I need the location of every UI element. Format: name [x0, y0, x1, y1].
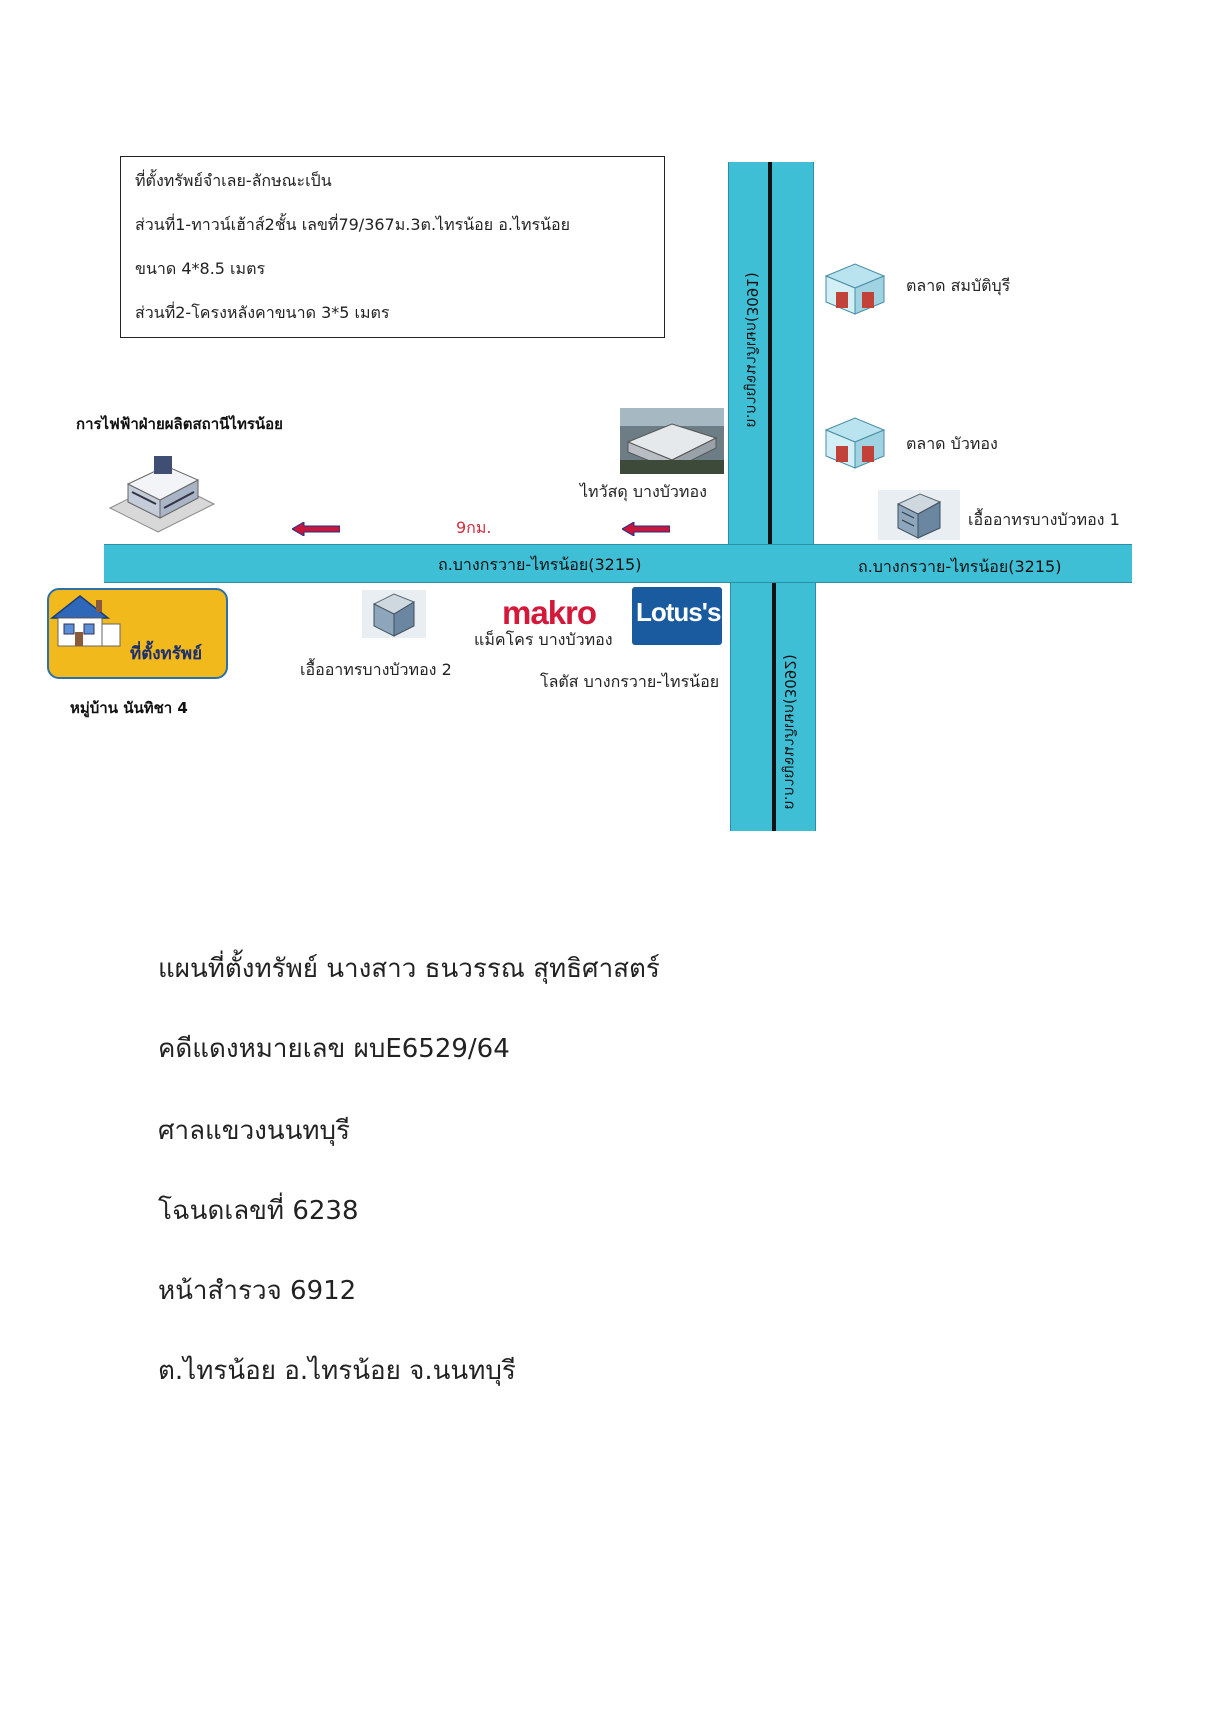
doc-case-number: คดีแดงหมายเลข ผบE6529/64: [158, 1034, 510, 1064]
info-line-4: ส่วนที่2-โครงหลังคาขนาด 3*5 เมตร: [135, 303, 390, 322]
market-building-icon: [824, 417, 886, 469]
road-label-north: ถ.กาญจนาภิเษก(3091): [743, 272, 761, 428]
makro-logo: makro: [502, 594, 597, 631]
road-centerline-north: [768, 162, 772, 544]
info-line-2: ส่วนที่1-ทาวน์เฮ้าส์2ชั้น เลขที่79/367ม.…: [135, 215, 571, 234]
power-plant-building-icon: [108, 456, 216, 533]
road-label-west: ถ.บางกรวาย-ไทรน้อย(3215): [438, 555, 642, 574]
condo-building-icon: [878, 490, 960, 540]
property-info-box: ที่ตั้งทรัพย์จำเลย-ลักษณะเป็น ส่วนที่1-ท…: [120, 156, 665, 338]
thaiwatsadu-building-icon: [620, 408, 724, 474]
road-centerline-south: [772, 583, 776, 831]
road-label-south: ถ.กาญจนาภิเษก(3092): [781, 654, 799, 810]
condo-building-icon: [362, 590, 426, 638]
market-buathong-label: ตลาด บัวทอง: [906, 434, 998, 453]
condo-2-label: เอื้ออาทรบางบัวทอง 2: [300, 660, 452, 679]
thaiwatsadu-label: ไทวัสดุ บางบัวทอง: [580, 482, 707, 501]
lotus-logo-text: Lotus's: [636, 597, 721, 627]
lotus-logo: Lotus's: [632, 587, 722, 645]
lotus-label: โลตัส บางกรวาย-ไทรน้อย: [540, 672, 720, 691]
market-building-icon: [824, 263, 886, 315]
makro-label: แม็คโคร บางบัวทอง: [474, 630, 613, 649]
power-plant-label: การไฟฟ้าฝ่ายผลิตสถานีไทรน้อย: [76, 415, 283, 433]
doc-location: ต.ไทรน้อย อ.ไทรน้อย จ.นนทบุรี: [158, 1356, 516, 1386]
doc-court: ศาลแขวงนนทบุรี: [158, 1116, 351, 1146]
market-sombat-label: ตลาด สมบัติบุรี: [906, 276, 1011, 295]
property-label: ที่ตั้งทรัพย์: [130, 644, 203, 664]
distance-label: 9กม.: [456, 518, 492, 537]
village-label: หมู่บ้าน นันทิชา 4: [70, 699, 188, 717]
doc-title: แผนที่ตั้งทรัพย์ นางสาว ธนวรรณ สุทธิศาสต…: [158, 954, 660, 984]
road-label-east: ถ.บางกรวาย-ไทรน้อย(3215): [858, 557, 1062, 576]
info-line-3: ขนาด 4*8.5 เมตร: [135, 259, 266, 278]
road-bangkruai-sainoi: [104, 544, 1132, 583]
doc-deed-number: โฉนดเลขที่ 6238: [158, 1196, 359, 1226]
house-icon: [50, 595, 121, 647]
condo-1-label: เอื้ออาทรบางบัวทอง 1: [968, 510, 1120, 529]
left-arrow-icon: [292, 522, 340, 536]
doc-survey-page: หน้าสำรวจ 6912: [158, 1276, 357, 1306]
left-arrow-icon: [622, 522, 670, 536]
info-line-1: ที่ตั้งทรัพย์จำเลย-ลักษณะเป็น: [135, 171, 332, 190]
